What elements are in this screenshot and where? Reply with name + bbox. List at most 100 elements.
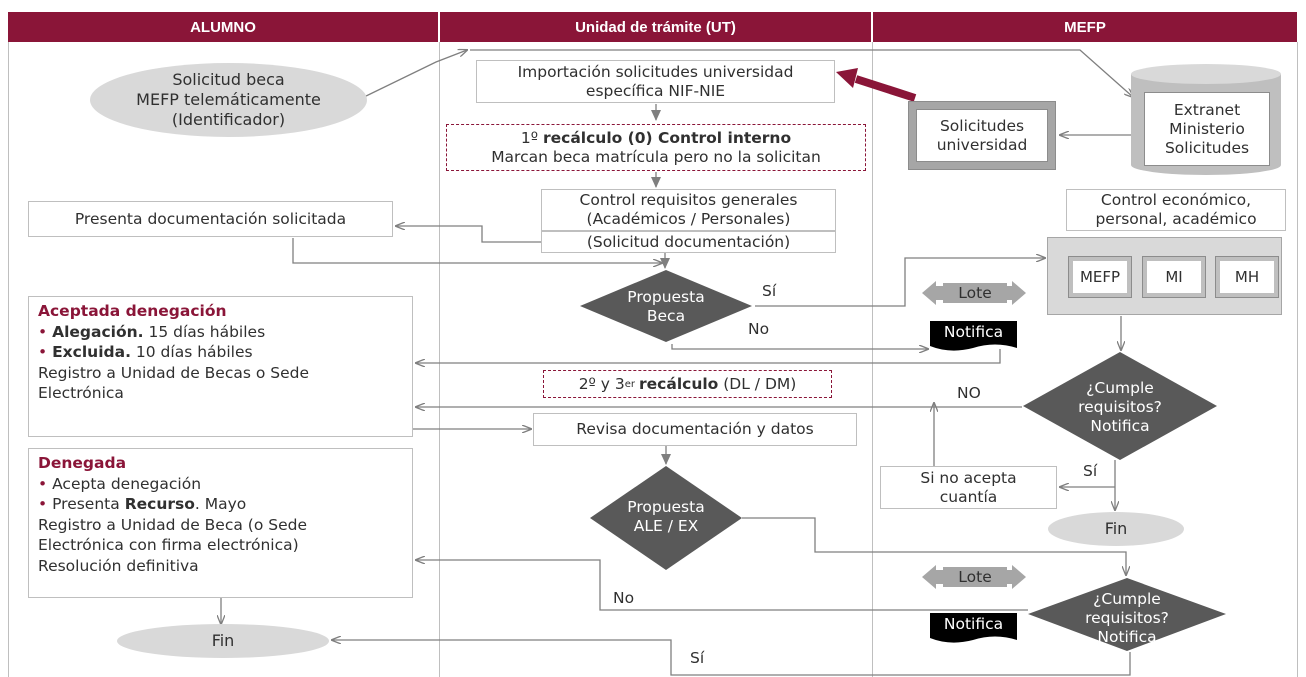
db-mefp-label: MEFP	[1079, 268, 1121, 286]
arrow-no-to-notifica	[671, 344, 928, 349]
lote-label-2: Lote	[958, 568, 992, 586]
denegada-item-1: • Acepta denegación	[38, 474, 412, 495]
recalculo-0-line-1: 1º recálculo (0) Control interno	[521, 129, 791, 148]
denegada-item-2-pre: Presenta	[52, 495, 125, 513]
denegada-item-1-text: Acepta denegación	[52, 474, 202, 493]
solicitud-documentacion-node: (Solicitud documentación)	[541, 231, 836, 253]
label-si-2: Sí	[1083, 462, 1098, 480]
bullet-4: •	[38, 495, 48, 513]
aceptada-alegacion-rest: 15 días hábiles	[143, 322, 266, 341]
fin-right-label: Fin	[1104, 519, 1128, 538]
cumple-1-line-2: requisitos?	[1078, 397, 1162, 416]
denegada-line-4: Electrónica con firma electrónica)	[38, 536, 299, 554]
importacion-node: Importación solicitudes universidad espe…	[476, 60, 835, 103]
control-requisitos-node: Control requisitos generales (Académicos…	[541, 189, 836, 231]
recalculo-0-line-2: Marcan beca matrícula pero no la solicit…	[491, 147, 821, 166]
cumple-requisitos-node-2: ¿Cumple requisitos? Notifica	[1062, 588, 1192, 648]
cumple-2-line-1: ¿Cumple	[1093, 589, 1161, 608]
propuesta-ale-node: Propuesta ALE / EX	[606, 497, 726, 537]
fin-left-label: Fin	[211, 631, 235, 650]
notifica-node-1: Notifica	[930, 321, 1017, 343]
recalculo-23-bold: recálculo	[639, 374, 719, 393]
db-mi-label: MI	[1165, 268, 1183, 286]
control-economico-line-1: Control económico,	[1100, 191, 1252, 209]
label-si-3: Sí	[690, 649, 705, 667]
aceptada-title: Aceptada denegación	[38, 302, 227, 320]
recalculo-23-sup: er	[624, 378, 636, 390]
importacion-line-1: Importación solicitudes universidad	[517, 62, 794, 81]
presenta-documentacion-label: Presenta documentación solicitada	[74, 209, 347, 228]
diamond-shapes	[580, 270, 1226, 651]
lane-header-ut: Unidad de trámite (UT)	[440, 12, 871, 42]
extranet-node: Extranet Ministerio Solicitudes	[1144, 92, 1270, 166]
denegada-item-2-bold: Recurso	[124, 495, 195, 513]
extranet-line-2: Ministerio	[1169, 119, 1245, 138]
arrow-soldoc-to-presenta	[396, 226, 541, 243]
db-mi-node: MI	[1142, 256, 1206, 298]
notifica-label-2: Notifica	[943, 615, 1004, 633]
propuesta-beca-line-2: Beca	[646, 307, 686, 325]
aceptada-alegacion: • Alegación. 15 días hábiles	[38, 322, 412, 343]
cumple-2-line-3: Notifica	[1097, 627, 1157, 646]
solicitud-line-3: (Identificador)	[171, 110, 286, 129]
bullet-2: •	[38, 343, 48, 361]
solicitudes-line-1: Solicitudes	[939, 116, 1025, 135]
cumple-requisitos-diamond-1	[1023, 352, 1217, 460]
control-requisitos-line-2: (Académicos / Personales)	[586, 210, 791, 228]
arrow-ale-to-cumple2	[742, 517, 1126, 575]
lane-header-ut-label: Unidad de trámite (UT)	[575, 18, 736, 36]
aceptada-registro-2: Electrónica	[38, 384, 124, 402]
denegada-title: Denegada	[38, 454, 127, 472]
si-no-acepta-line-2: cuantía	[939, 487, 998, 506]
lane-header-mefp-label: MEFP	[1064, 18, 1106, 36]
cumple-2-line-2: requisitos?	[1085, 608, 1169, 627]
lote-node-1: Lote	[943, 283, 1007, 303]
solicitudes-universidad-node: Solicitudes universidad	[908, 101, 1056, 170]
denegada-item-2-post: . Mayo	[194, 495, 247, 513]
aceptada-excluida-bold: Excluida.	[52, 343, 131, 361]
notifica-label-1: Notifica	[943, 323, 1004, 341]
revisa-documentacion-label: Revisa documentación y datos	[576, 420, 814, 438]
aceptada-alegacion-bold: Alegación.	[52, 322, 144, 341]
recalculo-23-rest: (DL / DM)	[718, 374, 797, 393]
aceptada-excluida: • Excluida. 10 días hábiles	[38, 342, 412, 363]
denegada-line-5: Resolución definitiva	[38, 556, 199, 575]
recalculo-23-a: 2º y 3	[578, 374, 625, 393]
si-no-acepta-line-1: Si no acepta	[920, 468, 1017, 487]
recalculo-0-bold: recálculo (0) Control interno	[542, 128, 792, 147]
solicitud-beca-node: Solicitud beca MEFP telemáticamente (Ide…	[90, 63, 367, 137]
cumple-1-line-1: ¿Cumple	[1086, 378, 1154, 397]
solicitud-line-2: MEFP telemáticamente	[136, 90, 321, 109]
bullet-3: •	[38, 474, 48, 493]
presenta-documentacion-node: Presenta documentación solicitada	[28, 201, 393, 237]
aceptada-denegacion-node: Aceptada denegación • Alegación. 15 días…	[28, 296, 413, 437]
si-no-acepta-node: Si no acepta cuantía	[880, 466, 1057, 509]
bullet-1: •	[38, 322, 48, 341]
arrow-notifica-to-aceptada	[416, 349, 1001, 363]
arrow-cumple2-no-to-denegada	[416, 560, 1028, 611]
label-si-1: Sí	[762, 282, 777, 300]
recalculo-0-prefix: 1º	[520, 128, 543, 147]
arrow-cumple2-si-to-fin	[332, 640, 1131, 676]
aceptada-excluida-rest: 10 días hábiles	[130, 343, 253, 361]
extranet-line-1: Extranet	[1173, 100, 1241, 119]
cumple-requisitos-node-1: ¿Cumple requisitos? Notifica	[1055, 377, 1185, 437]
arrow-top-to-extranet	[470, 49, 1133, 97]
lane-header-alumno: ALUMNO	[8, 12, 438, 42]
db-mh-label: MH	[1234, 268, 1260, 286]
maroon-arrow	[836, 68, 917, 102]
denegada-node: Denegada • Acepta denegación • Presenta …	[28, 448, 413, 598]
propuesta-ale-line-2: ALE / EX	[633, 517, 699, 535]
arrow-presenta-to-propuesta	[292, 238, 662, 263]
control-economico-node: Control económico, personal, académico	[1066, 189, 1286, 231]
propuesta-ale-diamond	[590, 466, 742, 570]
solicitud-line-1: Solicitud beca	[172, 70, 285, 89]
control-requisitos-line-1: Control requisitos generales	[579, 191, 798, 209]
lote-node-2: Lote	[943, 567, 1007, 587]
arrow-solicitud-to-importacion	[361, 50, 467, 99]
revisa-documentacion-node: Revisa documentación y datos	[533, 413, 857, 446]
solicitudes-universidad-inner: Solicitudes universidad	[916, 109, 1048, 162]
db-mh-node: MH	[1215, 256, 1279, 298]
notifica-shapes	[930, 321, 1017, 643]
